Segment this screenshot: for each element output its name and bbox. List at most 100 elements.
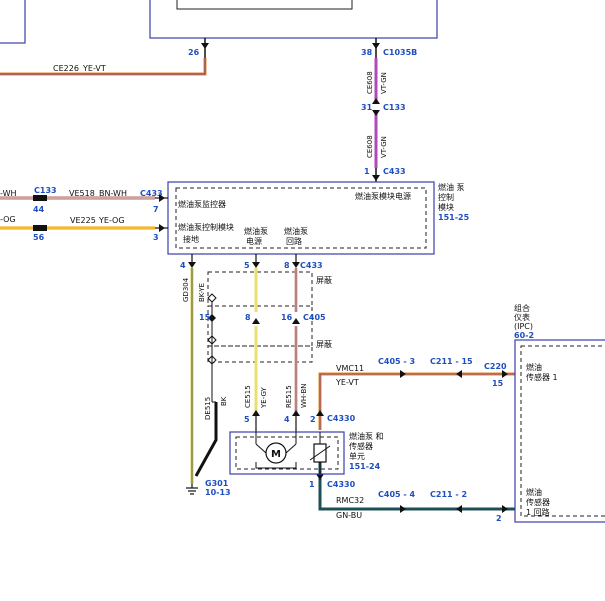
ipc-return-label-c: 1 回路 [526, 507, 550, 517]
pump-unit-name-a: 燃油泵 和 [349, 431, 384, 441]
connector-c433-a: C433 [383, 167, 406, 176]
ve225-label: VE225 [70, 216, 96, 225]
ipc-name-b: 仪表 [514, 312, 530, 322]
shield-splice-1 [207, 293, 217, 303]
pin-15-ipc-arrow [502, 370, 508, 378]
module-return-label-a: 燃油泵 [284, 226, 308, 236]
c405-4-arrow [400, 505, 406, 513]
connector-c405-3: C405 - 3 [378, 357, 415, 366]
ground-g301: G301 [205, 479, 229, 488]
gd304-label: GD304 [182, 277, 190, 302]
motor-lead-right [285, 443, 297, 454]
module-control-label: 燃油泵控制模块 [178, 222, 234, 232]
rmc32-color: GN-BU [336, 511, 362, 520]
fuel-sensor-wiper [309, 445, 331, 461]
de515-color: BK [220, 396, 228, 406]
ve518-label: VE518 [69, 189, 95, 198]
module-monitor-label: 燃油泵监控器 [178, 199, 226, 209]
pin-26: 26 [188, 48, 200, 57]
fuel-pump-unit-box [229, 431, 345, 475]
shield-bottom-label: 屏蔽 [316, 339, 332, 349]
motor-label: M [271, 449, 281, 460]
connector-c433-b: C433 [140, 189, 163, 198]
module-power-label-a: 燃油泵 [244, 226, 268, 236]
vmc11-label: VMC11 [336, 364, 364, 373]
pin-8-top: 8 [284, 261, 290, 270]
pin-56: 56 [33, 233, 45, 242]
fuel-pump-unit-inner [235, 436, 339, 470]
connector-c405-a: C405 [303, 313, 326, 322]
connector-c433-c: C433 [300, 261, 323, 270]
shield-box-bottom [207, 345, 313, 363]
ipc-sensor-label-b: 传感器 1 [526, 372, 558, 382]
pin-5-top: 5 [244, 261, 250, 270]
re515-label: RE515 [285, 385, 293, 408]
pin-5-top-arrow [252, 262, 260, 268]
pin-31-arrow-down [372, 110, 380, 116]
c133-connector-block-bottom [33, 225, 47, 231]
de515-wire [194, 402, 218, 477]
pin-4-top: 4 [180, 261, 186, 270]
pin-2-ipc-arrow [502, 505, 508, 513]
module-side-label-b: 控制 [438, 192, 454, 202]
vmc11-color: YE-VT [335, 378, 359, 387]
pin-7: 7 [153, 205, 159, 214]
connector-c133-b: C133 [34, 186, 57, 195]
rmc32-label: RMC32 [336, 496, 364, 505]
pin-16: 16 [281, 313, 293, 322]
gd304-color: BK-YE [198, 283, 206, 302]
ipc-name-c: (IPC) [514, 322, 533, 331]
pin-1-top: 1 [364, 167, 370, 176]
top-module-box [149, 0, 438, 39]
pin-2-bottom: 2 [310, 415, 316, 424]
c211-15-arrow [456, 370, 462, 378]
ce226-wire-stripe [0, 58, 206, 75]
top-inner-box [176, 0, 353, 10]
pin-16-arrow [292, 318, 300, 324]
module-side-ref: 151-25 [438, 213, 470, 222]
module-side-label-a: 燃油 泵 [438, 182, 465, 192]
shield-top-label: 屏蔽 [316, 275, 332, 285]
ce515-label: CE515 [244, 385, 252, 408]
pin-1-bottom-arrow [316, 474, 324, 480]
connector-c211-2: C211 - 2 [430, 490, 467, 499]
connector-c4330-b: C4330 [327, 480, 356, 489]
ce608-top-label: CE608 [366, 71, 374, 94]
left-top-module-box [0, 0, 26, 44]
pin-1-bottom: 1 [309, 480, 315, 489]
connector-c1035b: C1035B [383, 48, 417, 57]
c211-2-arrow [456, 505, 462, 513]
ipc-return-label-b: 传感器 [526, 497, 550, 507]
pin-8-mid-arrow [252, 318, 260, 324]
c133-connector-block-top [33, 195, 47, 201]
pin-38: 38 [361, 48, 373, 57]
left-wh-label: -WH [0, 189, 17, 198]
left-og-label: -OG [0, 215, 16, 224]
pin-1-arrow [372, 175, 380, 181]
ce608-bottom-label: CE608 [366, 135, 374, 158]
ipc-name-a: 组合 [514, 303, 530, 313]
pin-8-mid: 8 [245, 313, 251, 322]
pin-5-bottom: 5 [244, 415, 250, 424]
pin-2-ipc: 2 [496, 514, 502, 523]
connector-c4330-a: C4330 [327, 414, 356, 423]
pin-3-arrow [159, 224, 165, 232]
de515-label: DE515 [204, 397, 212, 420]
pin-44: 44 [33, 205, 45, 214]
ipc-inner-box [520, 345, 605, 517]
pin-15-ipc: 15 [492, 379, 504, 388]
pin-7-arrow [159, 194, 165, 202]
pin-26-arrow [201, 43, 209, 49]
motor-leads [255, 432, 297, 469]
pin-5-bottom-arrow [252, 410, 260, 416]
pin-4-bottom-arrow [292, 410, 300, 416]
module-power-label-b: 电源 [246, 236, 262, 246]
module-power-title: 燃油泵模块电源 [355, 191, 411, 201]
pump-unit-name-b: 传感器 [349, 441, 373, 451]
motor-lead-left [255, 443, 267, 454]
ce226-color: YE-VT [82, 64, 106, 73]
pin-31: 31 [361, 103, 373, 112]
ce515-color: YE-GY [260, 386, 268, 409]
pin-4-bottom: 4 [284, 415, 290, 424]
ce608-top-color: VT-GN [380, 72, 388, 94]
